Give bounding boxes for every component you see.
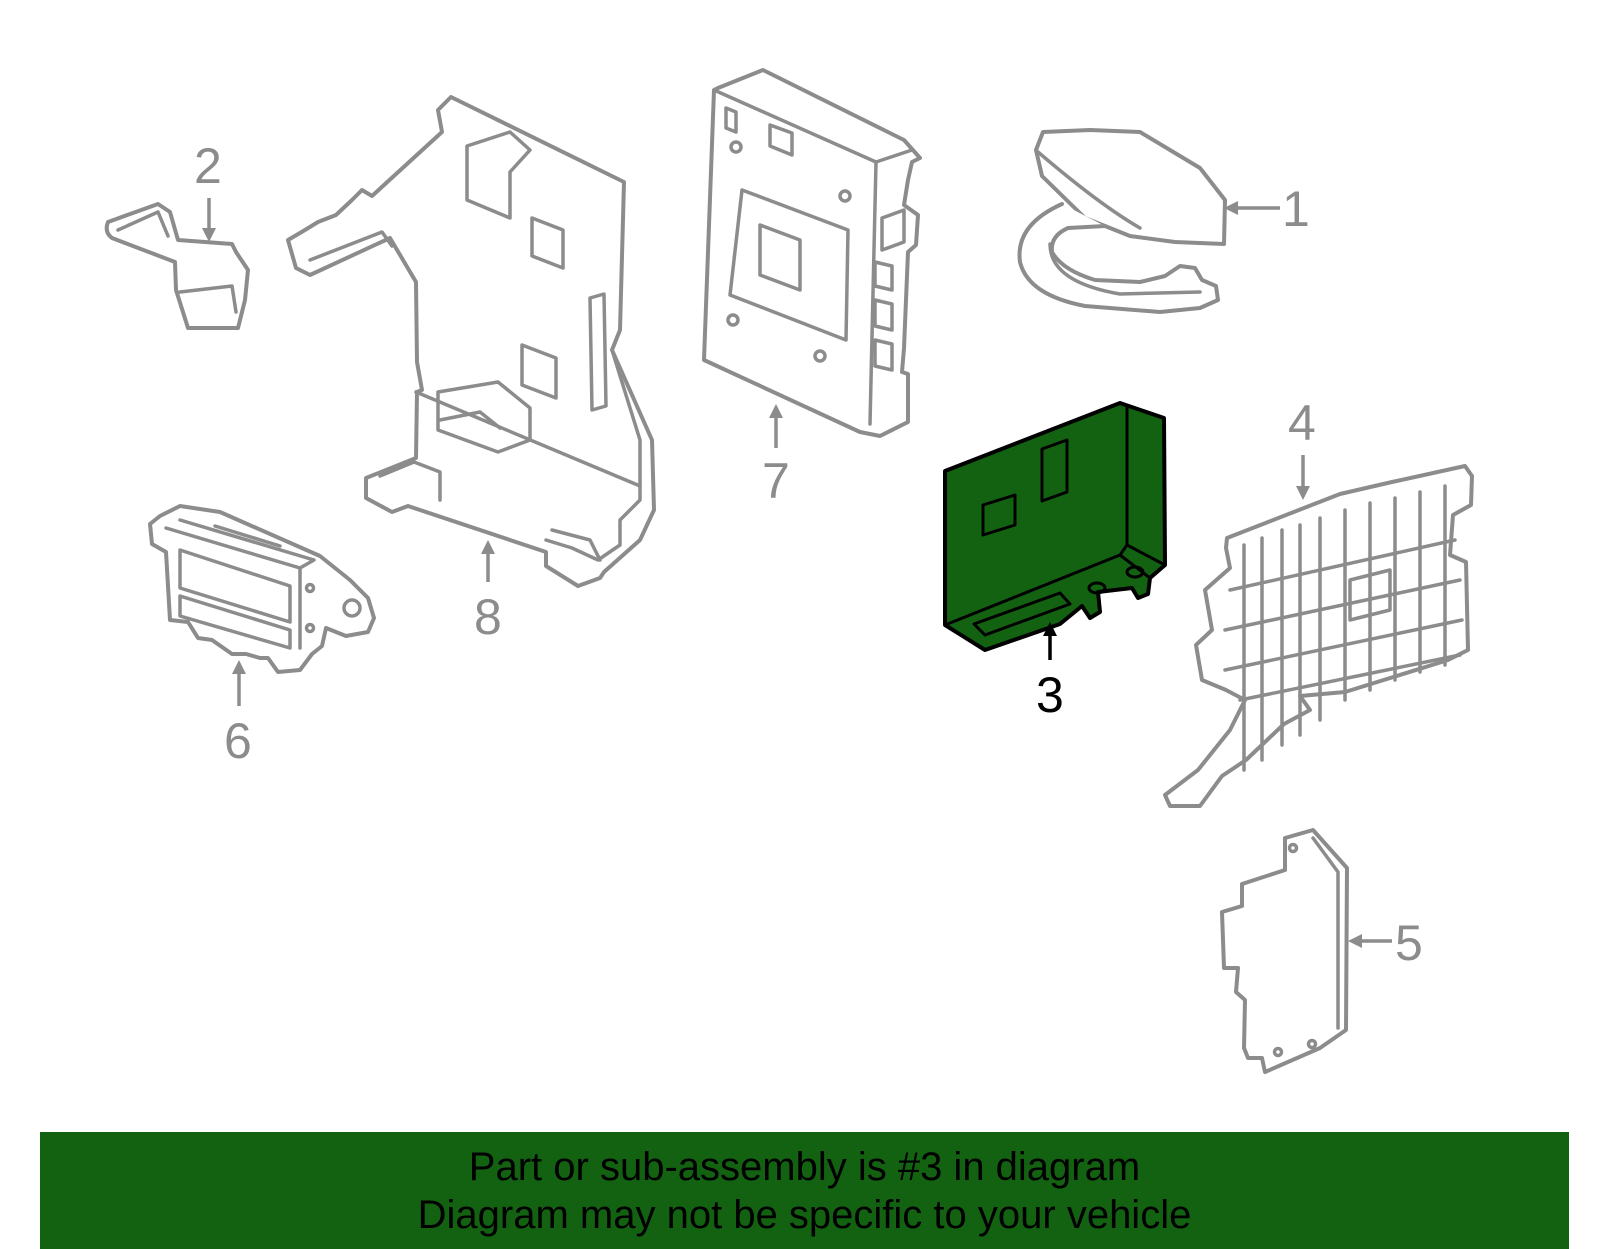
callout-8: 8 bbox=[474, 540, 502, 645]
info-banner: Part or sub-assembly is #3 in diagram Di… bbox=[40, 1132, 1569, 1249]
svg-text:1: 1 bbox=[1282, 181, 1310, 237]
part-6-module[interactable] bbox=[148, 504, 376, 674]
svg-text:4: 4 bbox=[1288, 395, 1316, 451]
svg-text:3: 3 bbox=[1036, 667, 1064, 723]
part-8-mounting-bracket[interactable] bbox=[286, 95, 656, 588]
callout-4: 4 bbox=[1288, 395, 1316, 500]
part-4-junction-block[interactable] bbox=[1163, 464, 1474, 808]
part-7-body-control-module[interactable] bbox=[702, 68, 922, 438]
svg-text:6: 6 bbox=[224, 713, 252, 769]
callout-5: 5 bbox=[1348, 915, 1423, 971]
callout-3: 3 bbox=[1036, 622, 1064, 723]
part-2-bracket[interactable] bbox=[104, 202, 250, 330]
callout-1: 1 bbox=[1224, 181, 1310, 237]
part-5-cover[interactable] bbox=[1220, 828, 1349, 1074]
svg-text:2: 2 bbox=[194, 138, 222, 194]
banner-line-1: Part or sub-assembly is #3 in diagram bbox=[468, 1145, 1141, 1189]
part-1-antenna[interactable] bbox=[1017, 128, 1227, 314]
callout-7: 7 bbox=[762, 404, 790, 509]
svg-text:7: 7 bbox=[762, 453, 790, 509]
svg-text:5: 5 bbox=[1395, 915, 1423, 971]
banner-line-2: Diagram may not be specific to your vehi… bbox=[417, 1193, 1192, 1237]
svg-text:8: 8 bbox=[474, 589, 502, 645]
callout-6: 6 bbox=[224, 660, 252, 769]
callout-2: 2 bbox=[194, 138, 222, 242]
part-3-control-module[interactable] bbox=[943, 401, 1167, 652]
